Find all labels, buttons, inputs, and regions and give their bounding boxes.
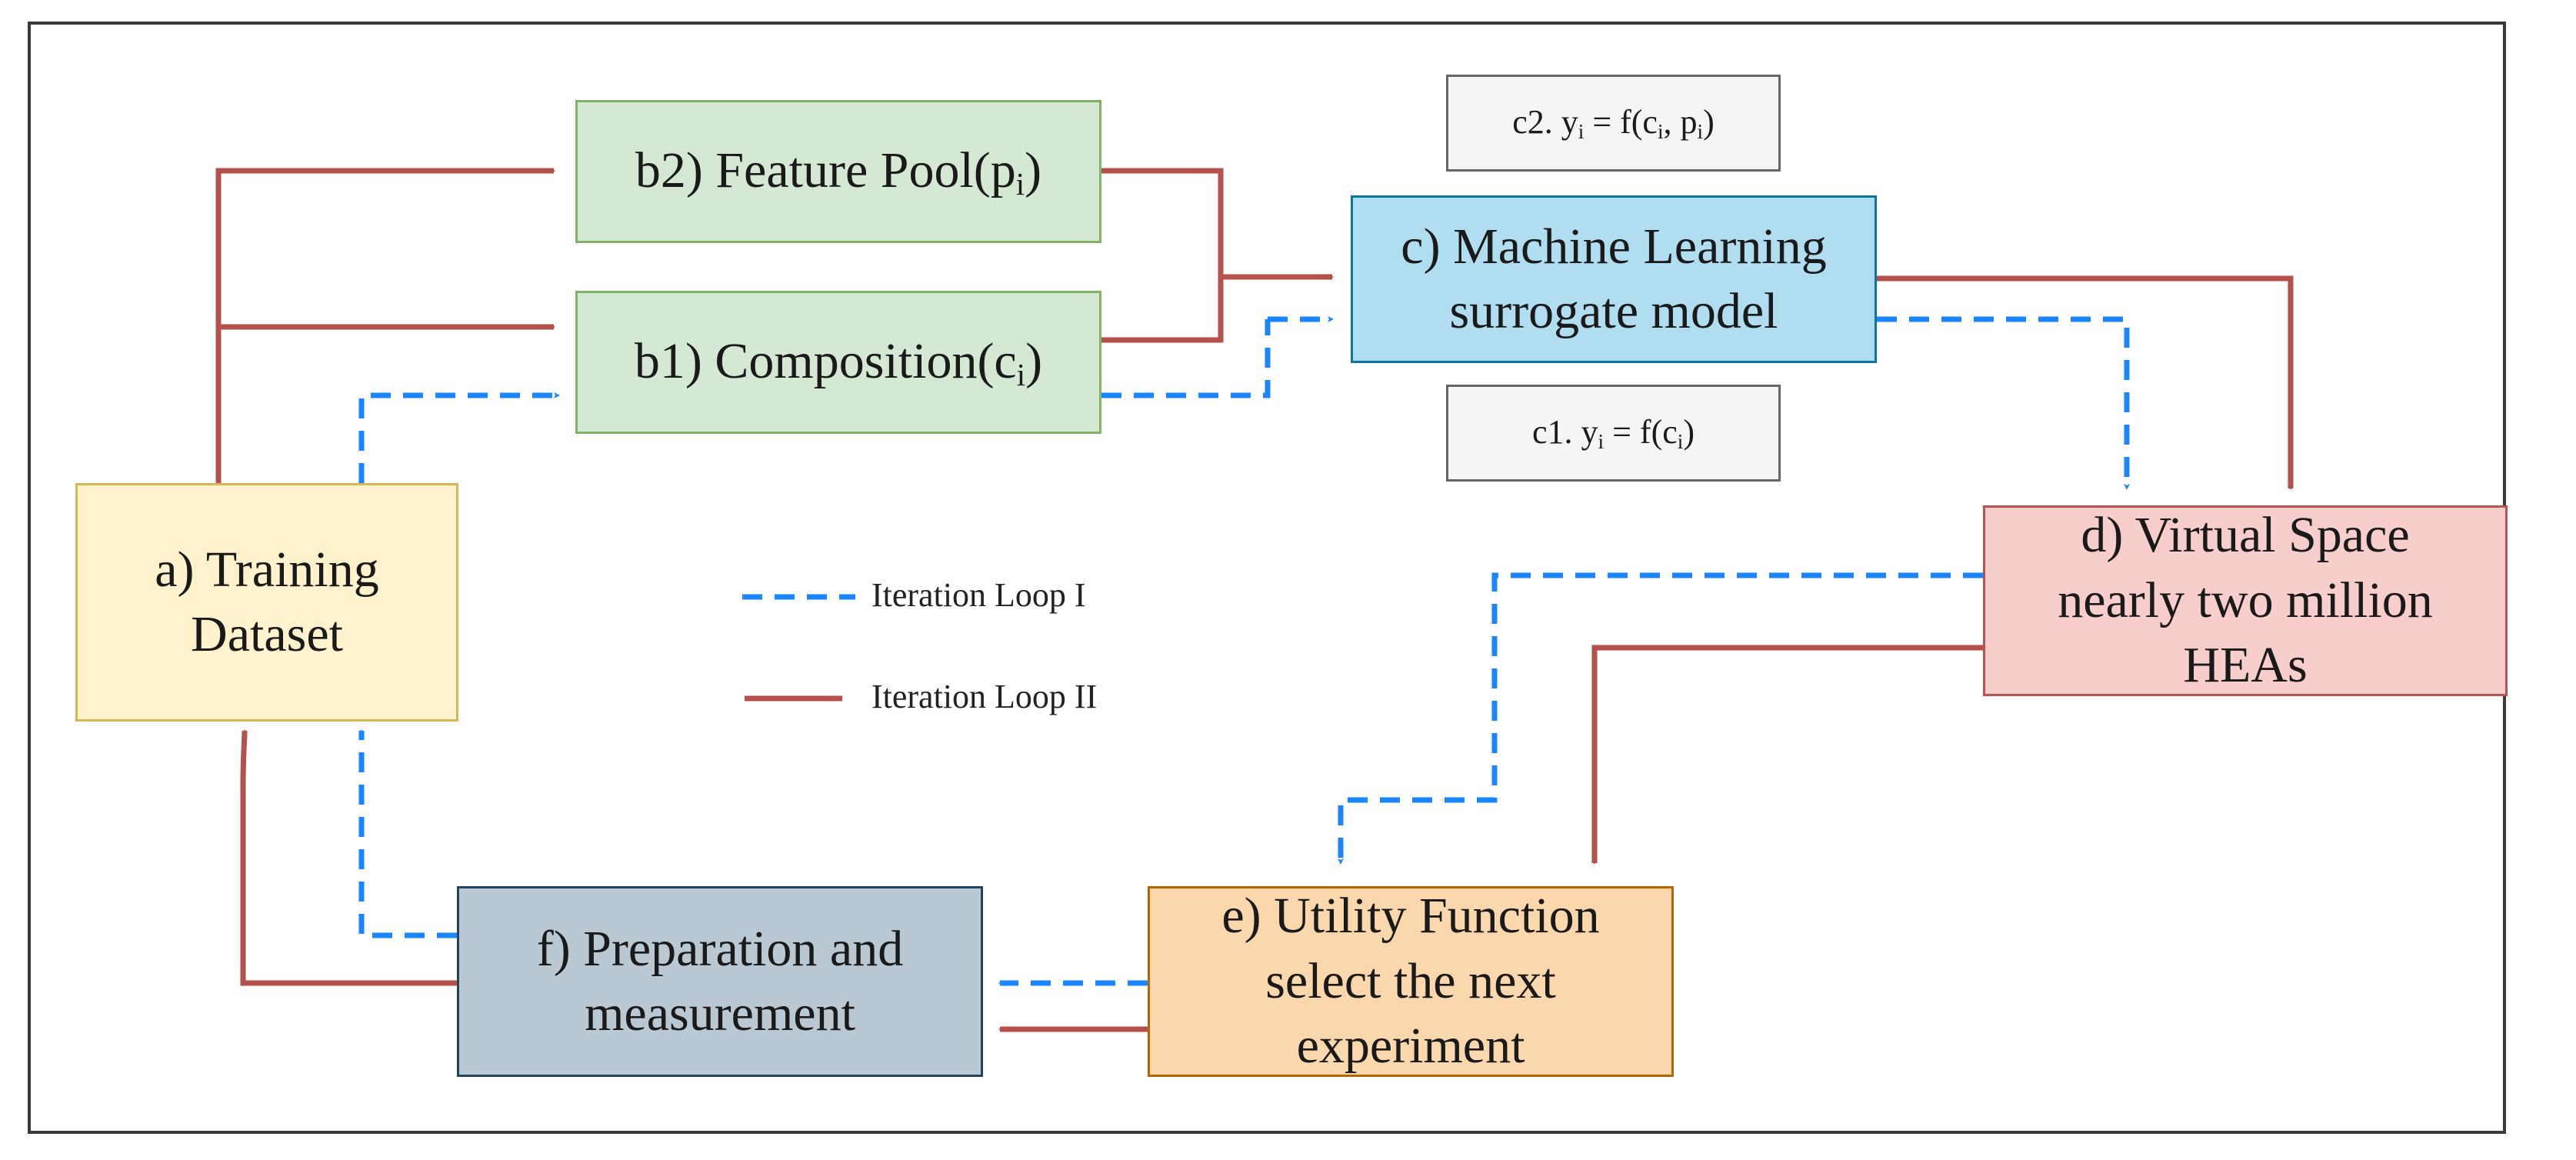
loop1-edge-ml-to-virtual-space xyxy=(1877,316,2130,490)
preparation-measurement-node: f) Preparation and measurement xyxy=(457,886,983,1077)
training-dataset-line2: Dataset xyxy=(191,606,343,662)
utility-line2: select the next xyxy=(1265,952,1556,1009)
feature-pool-label: b2) Feature Pool(pi) xyxy=(635,142,1042,202)
loop1-edge-composition-to-ml xyxy=(1101,319,1271,398)
utility-line1: e) Utility Function xyxy=(1221,888,1600,945)
virtual-space-line1: d) Virtual Space xyxy=(2081,507,2410,564)
preparation-line2: measurement xyxy=(585,985,855,1042)
loop2-edge-training-to-feature-pool xyxy=(215,168,555,483)
loop2-edge-preparation-to-training xyxy=(240,729,457,986)
legend-loop2-label: Iteration Loop II xyxy=(871,678,1098,715)
ml-surrogate-model-node: c) Machine Learning surrogate model xyxy=(1351,195,1877,363)
composition-node: b1) Composition(ci) xyxy=(575,291,1101,434)
loop1-edge-preparation-to-training xyxy=(358,729,457,938)
training-dataset-node: a) Training Dataset xyxy=(75,483,458,722)
virtual-space-line2: nearly two million xyxy=(2058,572,2433,628)
virtual-space-node: d) Virtual Space nearly two million HEAs xyxy=(1983,505,2508,696)
formula-c1: c1. yi = f(ci) xyxy=(1446,385,1781,482)
feature-pool-node: b2) Feature Pool(pi) xyxy=(575,100,1101,243)
loop2-edge-feature-pool-out xyxy=(1101,168,1224,343)
ml-model-line1: c) Machine Learning xyxy=(1401,218,1827,275)
loop1-edge-training-to-composition xyxy=(358,392,560,483)
loop1-edge-virtual-space-to-utility xyxy=(1338,572,1983,865)
training-dataset-line1: a) Training xyxy=(155,541,379,598)
preparation-line1: f) Preparation and xyxy=(536,920,904,977)
formula-c2: c2. yi = f(ci, pi) xyxy=(1446,75,1781,172)
utility-function-node: e) Utility Function select the next expe… xyxy=(1148,886,1674,1077)
virtual-space-line3: HEAs xyxy=(2183,637,2308,694)
loop2-edge-ml-to-virtual-space xyxy=(1877,275,2294,490)
loop2-edge-virtual-space-to-utility xyxy=(1591,645,1983,865)
legend-loop1-label: Iteration Loop I xyxy=(871,576,1086,614)
composition-label: b1) Composition(ci) xyxy=(634,332,1043,392)
utility-line3: experiment xyxy=(1296,1018,1525,1075)
ml-model-line2: surrogate model xyxy=(1449,283,1778,339)
